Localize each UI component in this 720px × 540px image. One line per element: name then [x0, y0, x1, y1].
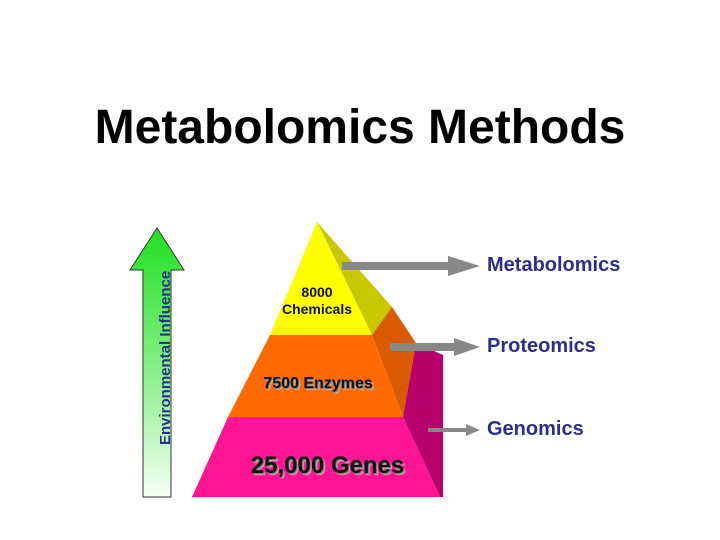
pyramid-side-top	[317, 222, 392, 335]
method-proteomics: Proteomics	[487, 335, 596, 357]
arrow-proteomics-icon	[390, 338, 480, 356]
pyramid-side-bottom	[403, 343, 443, 497]
arrow-metabolomics-icon	[342, 256, 480, 276]
tier-chemicals-name: Chemicals	[281, 301, 353, 317]
pyramid-tier-genes	[192, 417, 440, 497]
slide-title: Metabolomics Methods	[94, 101, 626, 154]
method-metabolomics: Metabolomics	[487, 254, 621, 276]
pyramid-side-middle	[372, 307, 416, 417]
tier-enzymes-label: 7500 Enzymes	[263, 375, 373, 392]
environmental-influence-arrow-icon	[129, 227, 185, 498]
arrow-genomics-icon	[428, 424, 480, 436]
pyramid-tier-chemicals	[270, 222, 372, 335]
method-genomics: Genomics	[487, 418, 584, 440]
tier-chemicals-count: 8000	[301, 284, 333, 300]
tier-genes-label: 25,000 Genes	[250, 452, 405, 479]
pyramid-tier-enzymes	[228, 335, 403, 417]
environmental-influence-label: Environmental Influence	[157, 270, 174, 445]
tier-chemicals-label: 8000 Chemicals	[262, 284, 372, 318]
